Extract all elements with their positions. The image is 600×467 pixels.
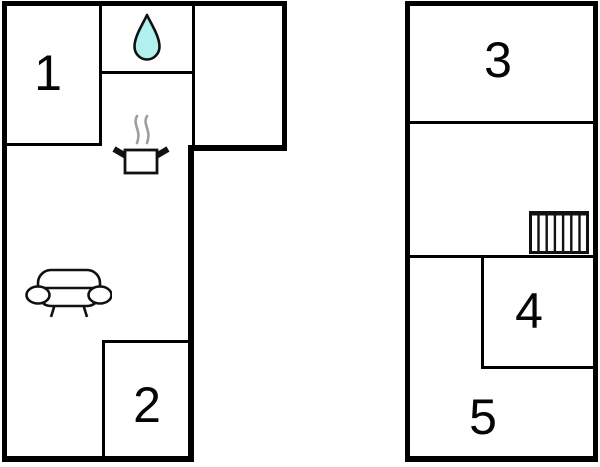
- wall-segment: [102, 71, 192, 74]
- wall-segment: [405, 1, 410, 462]
- steam-lines: [134, 114, 150, 145]
- water-drop-icon: [133, 13, 161, 61]
- room-label-4: 4: [515, 283, 543, 339]
- wall-segment: [405, 456, 598, 462]
- room-label-1: 1: [34, 45, 62, 101]
- stairs-icon: [529, 211, 589, 254]
- wall-segment: [481, 257, 484, 369]
- wall-segment: [410, 121, 593, 124]
- wall-segment: [99, 6, 102, 146]
- wall-segment: [2, 1, 7, 462]
- wall-segment: [192, 6, 195, 145]
- wall-segment: [481, 366, 593, 369]
- room-label-2: 2: [133, 377, 161, 433]
- wall-segment: [2, 1, 287, 6]
- sofa-icon: [25, 268, 112, 318]
- cooking-pot-icon: [112, 114, 170, 175]
- wall-segment: [405, 1, 598, 6]
- wall-segment: [410, 255, 593, 258]
- wall-segment: [102, 340, 105, 456]
- wall-segment: [593, 1, 598, 462]
- wall-segment: [2, 456, 194, 462]
- wall-segment: [188, 145, 194, 462]
- room-label-5: 5: [469, 389, 497, 445]
- wall-segment: [102, 340, 191, 343]
- room-label-3: 3: [484, 32, 512, 88]
- wall-segment: [282, 1, 287, 151]
- wall-segment: [188, 145, 287, 151]
- wall-segment: [5, 143, 102, 146]
